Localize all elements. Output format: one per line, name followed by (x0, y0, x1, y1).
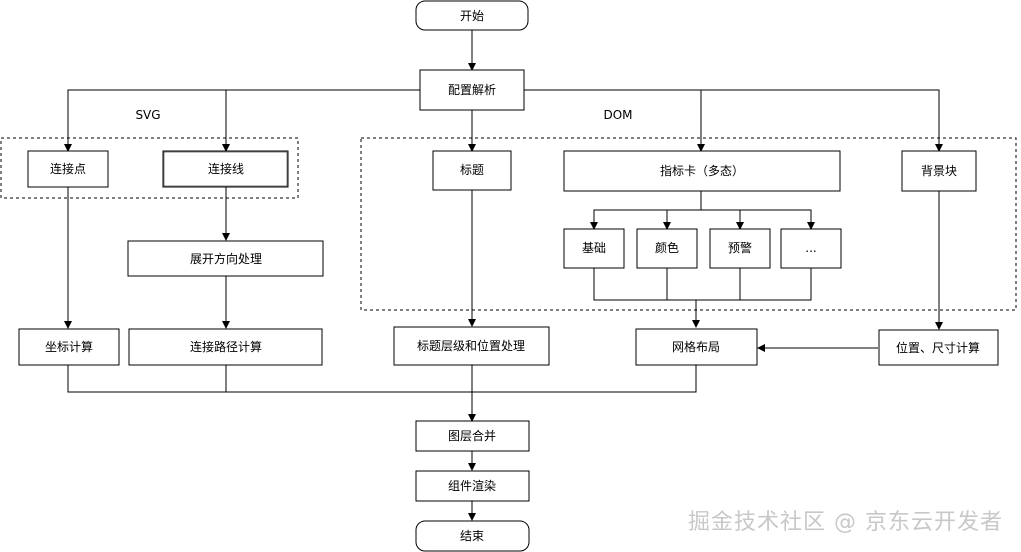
node-coord[interactable]: 坐标计算 (18, 328, 120, 366)
node-anchor[interactable]: 连接点 (27, 150, 109, 188)
edges (64, 30, 943, 521)
node-merge[interactable]: 图层合并 (415, 420, 530, 452)
node-more-label: ... (805, 241, 816, 255)
node-render[interactable]: 组件渲染 (415, 470, 530, 502)
node-render-label: 组件渲染 (448, 478, 496, 493)
node-title-label: 标题 (460, 163, 484, 177)
node-path[interactable]: 连接路径计算 (128, 328, 323, 366)
node-titlepos-label: 标题层级和位置处理 (417, 338, 525, 353)
node-basic-label: 基础 (582, 241, 606, 255)
dom-group-box (360, 137, 1017, 311)
dom-group-label: DOM (603, 108, 632, 122)
edge-kpi-basic (590, 191, 702, 230)
node-start-label: 开始 (460, 9, 484, 23)
node-path-label: 连接路径计算 (190, 339, 262, 354)
node-more[interactable]: ... (780, 228, 842, 269)
node-title[interactable]: 标题 (432, 150, 512, 191)
node-bgblock[interactable]: 背景块 (901, 150, 977, 192)
node-line[interactable]: 连接线 (162, 150, 289, 188)
node-warn[interactable]: 预警 (709, 228, 771, 269)
svg-group-box (0, 137, 299, 199)
node-end[interactable]: 结束 (415, 520, 530, 552)
node-color[interactable]: 颜色 (636, 228, 698, 269)
edge-kpi-warn (701, 209, 744, 230)
node-color-label: 颜色 (655, 240, 679, 255)
edge-config-anchor (64, 89, 420, 152)
node-grid-label: 网格布局 (672, 339, 720, 354)
svg-group-label: SVG (135, 108, 160, 122)
node-possize[interactable]: 位置、尺寸计算 (878, 329, 999, 366)
node-expand-label: 展开方向处理 (190, 251, 262, 266)
edge-kpi-more (740, 209, 815, 230)
node-line-label: 连接线 (208, 161, 244, 176)
node-config[interactable]: 配置解析 (419, 69, 525, 111)
node-titlepos[interactable]: 标题层级和位置处理 (393, 326, 550, 366)
node-anchor-label: 连接点 (50, 161, 86, 176)
edge-variants-join (593, 268, 812, 301)
edge-merge-bus (67, 365, 697, 393)
node-expand[interactable]: 展开方向处理 (127, 240, 324, 277)
node-kpi[interactable]: 指标卡（多态） (563, 150, 841, 192)
node-coord-label: 坐标计算 (45, 339, 93, 354)
node-basic[interactable]: 基础 (563, 228, 625, 269)
node-warn-label: 预警 (728, 240, 752, 255)
node-possize-label: 位置、尺寸计算 (896, 340, 980, 355)
node-start[interactable]: 开始 (415, 0, 529, 31)
edge-config-bgblock (524, 89, 943, 152)
node-end-label: 结束 (460, 529, 484, 543)
node-grid[interactable]: 网格布局 (635, 328, 758, 366)
node-config-label: 配置解析 (448, 83, 496, 97)
node-bgblock-label: 背景块 (921, 164, 957, 178)
node-merge-label: 图层合并 (448, 428, 496, 443)
watermark: 掘金技术社区 @ 京东云开发者 (688, 510, 1003, 535)
node-kpi-label: 指标卡（多态） (660, 163, 744, 178)
